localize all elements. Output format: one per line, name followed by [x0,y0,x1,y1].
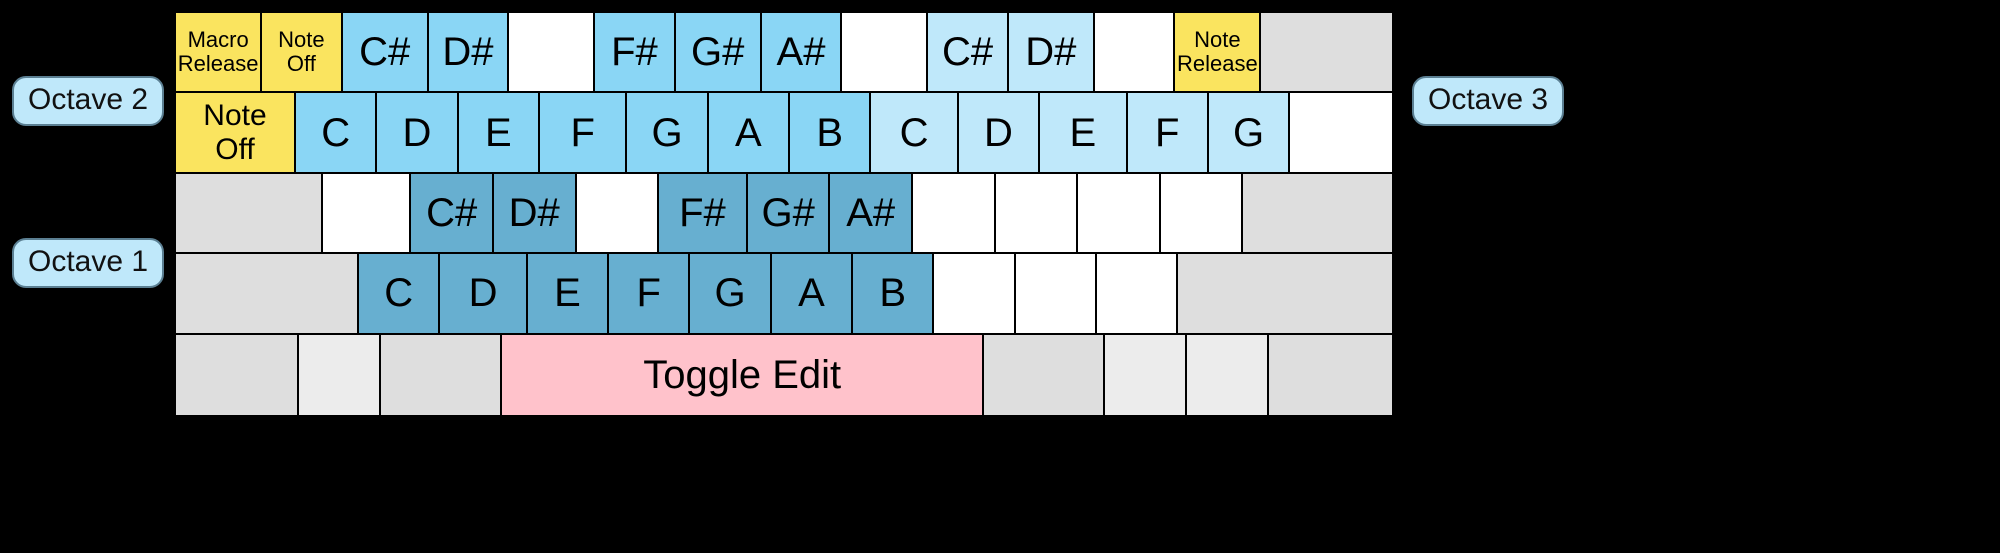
key-d[interactable]: D [377,93,459,174]
key-blank [1105,334,1187,415]
key-g[interactable]: G [690,254,772,335]
key-blank [1243,173,1392,255]
key-note-off-line: Off [286,51,316,77]
key-blank [1290,93,1392,174]
key-blank [1160,173,1244,255]
key-blank [509,13,596,94]
key-blank [1178,254,1392,335]
key-blank [299,334,381,415]
key-note-off-line: Off [215,132,255,166]
key-c-sharp[interactable]: C# [928,13,1009,94]
octave-2-label: Octave 2 [12,76,165,126]
key-blank [842,13,929,94]
key-note-release-line: Note [1194,26,1241,52]
key-blank [1078,173,1161,255]
key-blank [380,334,503,415]
key-a[interactable]: A [708,93,791,174]
key-blank [1186,334,1269,415]
key-blank [1015,254,1098,335]
keyboard-row-modifier-row: Toggle Edit [176,334,1392,415]
key-d[interactable]: D [440,254,528,335]
octave-3-label: Octave 3 [1412,76,1565,126]
key-toggle-edit[interactable]: Toggle Edit [502,334,984,415]
key-f-sharp[interactable]: F# [659,173,748,255]
key-blank [983,334,1106,415]
key-note-off-line: Note [278,26,325,52]
key-g-sharp[interactable]: G# [747,173,831,255]
key-c-sharp[interactable]: C# [411,173,494,255]
key-blank [934,254,1016,335]
key-d-sharp[interactable]: D# [428,13,510,94]
key-a-sharp[interactable]: A# [830,173,913,255]
key-e[interactable]: E [1040,93,1128,174]
key-b[interactable]: B [790,93,872,174]
key-g[interactable]: G [1208,93,1291,174]
key-blank [1261,13,1392,94]
keyboard-row-home-row: C#D# F#G#A# [176,173,1392,255]
key-c[interactable]: C [871,93,959,174]
key-d-sharp[interactable]: D# [1008,13,1095,94]
key-macro-release-line: Macro [187,26,249,52]
key-a[interactable]: A [771,254,854,335]
key-blank [1268,334,1392,415]
key-blank [995,173,1079,255]
key-e[interactable]: E [527,254,610,335]
key-blank [176,173,323,255]
key-g-sharp[interactable]: G# [675,13,762,94]
key-c[interactable]: C [359,254,441,335]
key-macro-release-line: Release [177,51,259,77]
key-f[interactable]: F [609,254,691,335]
key-note-off-line: Note [203,98,267,132]
key-f[interactable]: F [1127,93,1209,174]
key-blank [1094,13,1176,94]
key-note-release-line: Release [1176,51,1258,77]
key-blank [576,173,660,255]
key-f[interactable]: F [539,93,628,174]
key-f-sharp[interactable]: F# [595,13,676,94]
key-e[interactable]: E [458,93,540,174]
key-c-sharp[interactable]: C# [342,13,429,94]
key-d[interactable]: D [958,93,1041,174]
key-blank [176,254,359,335]
key-blank [176,334,300,415]
key-c[interactable]: C [295,93,378,174]
key-a-sharp[interactable]: A# [761,13,843,94]
key-g[interactable]: G [627,93,709,174]
octave-1-label: Octave 1 [12,238,165,288]
key-d-sharp[interactable]: D# [493,173,577,255]
key-blank [1097,254,1179,335]
key-b[interactable]: B [853,254,935,335]
key-blank [913,173,996,255]
key-blank [322,173,412,255]
